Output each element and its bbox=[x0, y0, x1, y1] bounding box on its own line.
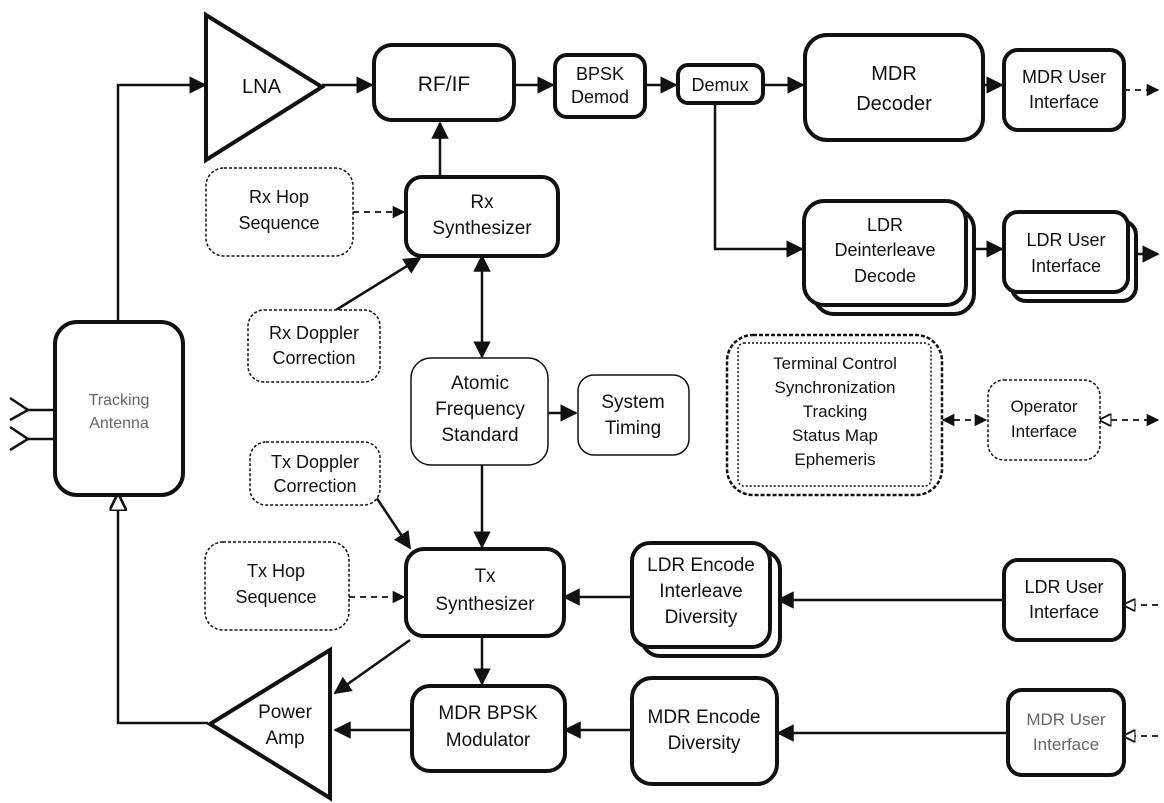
mdr-decoder-block: MDR Decoder bbox=[803, 33, 985, 142]
terminal-control-line4: Status Map bbox=[792, 426, 878, 445]
tracking-antenna-line1: Tracking bbox=[89, 392, 150, 409]
tx-hop-sequence-block: Tx Hop Sequence bbox=[204, 541, 350, 631]
poweramp-to-antenna-arrow bbox=[118, 495, 208, 725]
system-timing-line1: System bbox=[601, 392, 664, 413]
mdr-user-interface-rx-line1: MDR User bbox=[1022, 67, 1106, 87]
mdr-user-interface-tx-block: MDR User Interface bbox=[1006, 688, 1126, 777]
rx-synthesizer-line1: Rx bbox=[470, 192, 494, 213]
operator-interface-block: Operator Interface bbox=[987, 379, 1101, 461]
atomic-line1: Atomic bbox=[451, 373, 509, 394]
mdr-bpsk-modulator-line1: MDR BPSK bbox=[438, 703, 538, 724]
rx-synthesizer-block: Rx Synthesizer bbox=[404, 175, 560, 258]
rxdoppler-to-rxsynth-arrow bbox=[335, 256, 422, 312]
tracking-antenna-line2: Antenna bbox=[89, 415, 149, 432]
ldr-user-interface-tx-line1: LDR User bbox=[1024, 577, 1103, 597]
power-amp-line2: Amp bbox=[265, 728, 304, 749]
txdoppler-to-txsynth-arrow bbox=[372, 493, 412, 550]
mdr-decoder-label-line1: MDR bbox=[871, 63, 917, 85]
mdr-encode-block: MDR Encode Diversity bbox=[630, 676, 779, 786]
terminal-control-line5: Ephemeris bbox=[794, 450, 875, 469]
ldr-encode-line1: LDR Encode bbox=[647, 555, 755, 576]
power-amp-block: Power Amp bbox=[206, 646, 332, 802]
rfif-block: RF/IF bbox=[372, 43, 516, 122]
ldr-deinterleave-decode-block: LDR Deinterleave Decode bbox=[802, 199, 976, 316]
rx-hop-sequence-line1: Rx Hop bbox=[249, 187, 309, 207]
tx-hop-sequence-line2: Sequence bbox=[235, 587, 316, 607]
mdr-bpsk-modulator-block: MDR BPSK Modulator bbox=[410, 684, 567, 773]
system-timing-line2: Timing bbox=[605, 418, 661, 439]
antenna-feed-symbol-upper bbox=[9, 396, 31, 422]
rx-doppler-line2: Correction bbox=[272, 348, 355, 368]
bpsk-demod-label-line1: BPSK bbox=[576, 64, 624, 84]
lna-label: LNA bbox=[242, 76, 282, 98]
tx-doppler-line2: Correction bbox=[273, 476, 356, 496]
demux-to-ldr-arrow bbox=[713, 100, 804, 258]
mdr-encode-line2: Diversity bbox=[668, 733, 741, 754]
antenna-to-lna-arrow bbox=[116, 76, 207, 322]
atomic-frequency-standard-block: Atomic Frequency Standard bbox=[410, 357, 549, 466]
ldr-deinterleave-line1: LDR bbox=[867, 215, 903, 235]
mdr-user-interface-tx-line2: Interface bbox=[1033, 735, 1099, 754]
tx-synthesizer-line2: Synthesizer bbox=[435, 594, 535, 615]
terminal-control-line2: Synchronization bbox=[775, 378, 896, 397]
mdr-user-interface-rx-line2: Interface bbox=[1029, 92, 1099, 112]
mdr-user-interface-tx-line1: MDR User bbox=[1026, 710, 1106, 729]
operator-interface-line2: Interface bbox=[1011, 422, 1077, 441]
terminal-control-line1: Terminal Control bbox=[773, 354, 897, 373]
system-timing-block: System Timing bbox=[577, 374, 690, 456]
ldr-user-interface-rx-line2: Interface bbox=[1031, 256, 1101, 276]
ldr-user-interface-tx-line2: Interface bbox=[1029, 602, 1099, 622]
antenna-feed-symbol-lower bbox=[9, 425, 31, 452]
operator-interface-line1: Operator bbox=[1010, 397, 1077, 416]
ldr-deinterleave-line2: Deinterleave bbox=[834, 240, 935, 260]
atomic-line3: Standard bbox=[441, 425, 518, 446]
ldr-encode-line2: Interleave bbox=[659, 581, 742, 602]
demux-block: Demux bbox=[676, 63, 765, 105]
ldr-deinterleave-line3: Decode bbox=[854, 266, 916, 286]
connections bbox=[9, 76, 1160, 736]
mdr-encode-line1: MDR Encode bbox=[648, 707, 761, 728]
ldr-user-interface-tx-block: LDR User Interface bbox=[1002, 558, 1126, 642]
mdr-decoder-label-line2: Decoder bbox=[856, 93, 932, 115]
rx-synthesizer-line2: Synthesizer bbox=[432, 218, 532, 239]
tx-synthesizer-line1: Tx bbox=[474, 566, 496, 587]
tx-hop-sequence-line1: Tx Hop bbox=[247, 561, 305, 581]
ldr-encode-line3: Diversity bbox=[665, 607, 738, 628]
tx-doppler-line1: Tx Doppler bbox=[271, 452, 359, 472]
lna-block: LNA bbox=[204, 11, 326, 164]
power-amp-line1: Power bbox=[258, 702, 313, 723]
demux-label: Demux bbox=[691, 75, 748, 95]
tx-synthesizer-block: Tx Synthesizer bbox=[404, 547, 566, 638]
mdr-bpsk-modulator-line2: Modulator bbox=[446, 730, 531, 751]
terminal-control-line3: Tracking bbox=[803, 402, 868, 421]
bpsk-demod-label-line2: Demod bbox=[571, 87, 629, 107]
tracking-antenna-block: Tracking Antenna bbox=[53, 320, 185, 497]
rx-doppler-line1: Rx Doppler bbox=[269, 323, 359, 343]
terminal-control-block: Terminal Control Synchronization Trackin… bbox=[725, 333, 944, 497]
mdr-user-interface-rx-block: MDR User Interface bbox=[1002, 48, 1126, 132]
rx-hop-sequence-block: Rx Hop Sequence bbox=[205, 167, 354, 257]
rx-doppler-correction-block: Rx Doppler Correction bbox=[247, 309, 381, 383]
rfif-label: RF/IF bbox=[418, 73, 471, 96]
txsynth-to-poweramp-arrow bbox=[333, 638, 411, 695]
bpsk-demod-block: BPSK Demod bbox=[553, 53, 647, 119]
ldr-encode-block: LDR Encode Interleave Diversity bbox=[630, 541, 782, 658]
atomic-line2: Frequency bbox=[435, 399, 525, 420]
rx-hop-sequence-line2: Sequence bbox=[238, 213, 319, 233]
tx-doppler-correction-block: Tx Doppler Correction bbox=[249, 441, 381, 506]
ldr-user-interface-rx-block: LDR User Interface bbox=[1002, 210, 1138, 303]
ldr-user-interface-rx-line1: LDR User bbox=[1026, 230, 1105, 250]
